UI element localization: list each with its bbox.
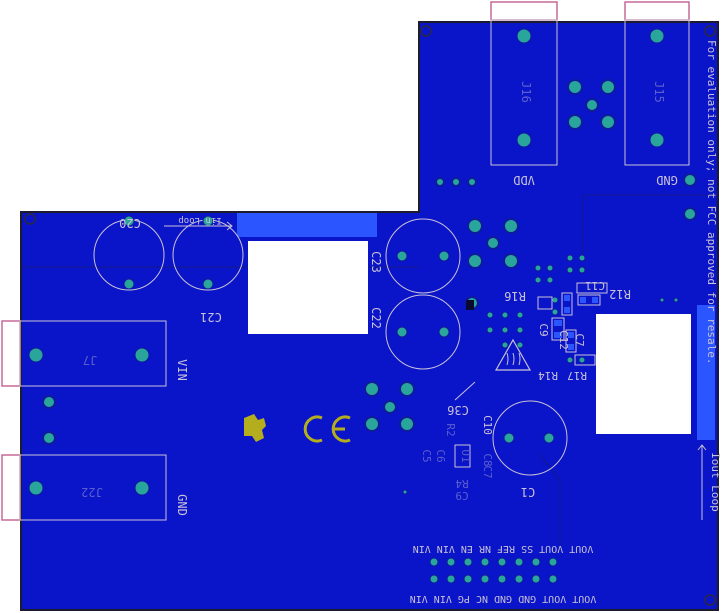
label-c36: C36 [447, 403, 469, 417]
label-r16: R16 [504, 289, 526, 303]
label-c23: C23 [369, 251, 383, 273]
label-r2: R2 [444, 423, 457, 436]
label-c1: C1 [521, 485, 535, 499]
label-j15: J15 [652, 81, 666, 103]
label-r14: R14 [538, 369, 558, 382]
through-hole-pads [42, 79, 697, 445]
capacitor-outlines [93, 218, 568, 476]
label-c8: C8 [481, 453, 494, 466]
cutout-left [248, 241, 368, 334]
label-gnd-left: GND [175, 494, 189, 516]
connector-j22 [1, 454, 167, 521]
loop-arrows [164, 221, 707, 520]
vias [402, 254, 679, 495]
smd-components [454, 282, 608, 468]
label-iout-loop: Iout Loop [709, 452, 722, 512]
label-r17: R17 [567, 369, 587, 382]
label-vertical-note: For evaluation only; not FCC approved fo… [705, 40, 718, 365]
label-c20: C20 [119, 216, 141, 230]
label-c22: C22 [369, 307, 383, 329]
label-header-bottom: VOUT VOUT GND GND NC PG VIN VIN [410, 593, 597, 604]
label-c12: C12 [557, 330, 570, 350]
header-pins [429, 557, 558, 584]
cutout-right [596, 314, 691, 434]
label-c7b: C7 [481, 465, 494, 478]
label-c11: C11 [585, 279, 605, 292]
label-r4: R4 [455, 477, 469, 490]
label-c5: C5 [420, 449, 433, 462]
smd-pads [466, 295, 598, 350]
connector-j15 [624, 1, 690, 166]
label-u1: U1 [459, 449, 472, 462]
ti-logo [244, 414, 266, 442]
iin-loop-copper [237, 213, 377, 237]
mounting-holes [24, 25, 716, 606]
label-vdd: VDD [513, 173, 535, 187]
label-j16: J16 [519, 81, 533, 103]
label-header-top: VOUT VOUT SS REF NR EN VIN VIN [413, 543, 594, 554]
board-outline [20, 21, 719, 611]
capacitor-pads [123, 215, 555, 444]
label-vin: VIN [175, 359, 189, 381]
label-c10: C10 [481, 415, 494, 435]
ce-mark [303, 415, 351, 443]
connector-j16 [490, 1, 558, 166]
label-c9b: C9 [455, 489, 468, 502]
label-j22: J22 [81, 485, 103, 499]
label-c6: C6 [434, 449, 447, 462]
label-c21: C21 [200, 310, 222, 324]
hot-surface-warning [494, 338, 532, 371]
label-c7: C7 [573, 333, 586, 346]
label-gnd-top: GND [656, 173, 678, 187]
label-j7: J7 [83, 353, 97, 367]
connector-j7 [1, 320, 167, 387]
label-iin-loop: Iin Loop [178, 215, 221, 225]
label-r12: R12 [609, 287, 631, 301]
label-c9: C9 [537, 323, 550, 336]
iout-loop-copper [697, 305, 715, 440]
